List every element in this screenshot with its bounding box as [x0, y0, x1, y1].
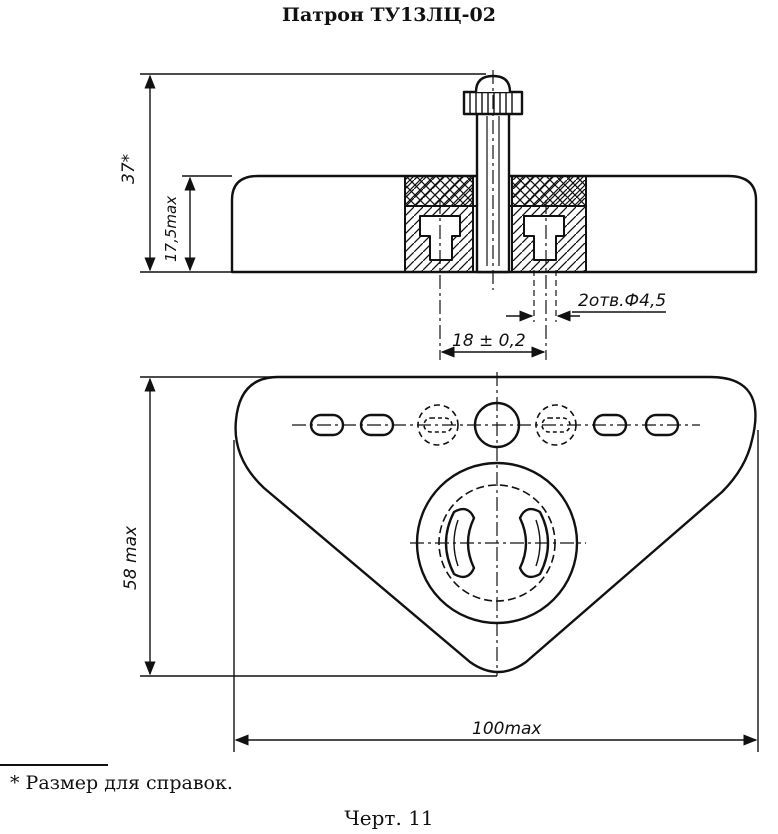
- center-hole: [473, 401, 521, 449]
- hidden-hole-right: [535, 404, 577, 446]
- dim-height-total: 37*: [119, 154, 139, 184]
- slot-1: [309, 413, 345, 437]
- footnote-rule: [0, 764, 108, 766]
- side-view: [230, 70, 758, 360]
- dim-depth: 58 max: [121, 525, 141, 590]
- plate-outline: [234, 375, 757, 674]
- cross-hatch-left: [404, 175, 474, 207]
- side-dimensions: [140, 73, 666, 358]
- slot-6: [644, 413, 680, 437]
- dim-width: 100max: [472, 719, 542, 739]
- housing-outline: [230, 174, 758, 274]
- footnote: * Размер для справок.: [10, 772, 233, 794]
- cross-hatch-right: [511, 175, 587, 207]
- plan-dimensions: [140, 376, 759, 752]
- figure-caption: Черт. 11: [344, 806, 434, 830]
- dim-height-body: 17,5max: [162, 196, 180, 262]
- hidden-hole-left: [417, 404, 459, 446]
- contact-slot-right: [518, 507, 550, 579]
- dim-holes: 2отв.Ф4,5: [578, 291, 666, 311]
- drawing-title: Патрон ТУ13ЛЦ-02: [282, 4, 496, 26]
- slot-2: [359, 413, 395, 437]
- plan-view: [234, 372, 757, 676]
- slot-5: [592, 413, 628, 437]
- dim-spacing: 18 ± 0,2: [452, 331, 526, 351]
- contact-slot-left: [444, 507, 476, 579]
- contact-right: [523, 215, 565, 261]
